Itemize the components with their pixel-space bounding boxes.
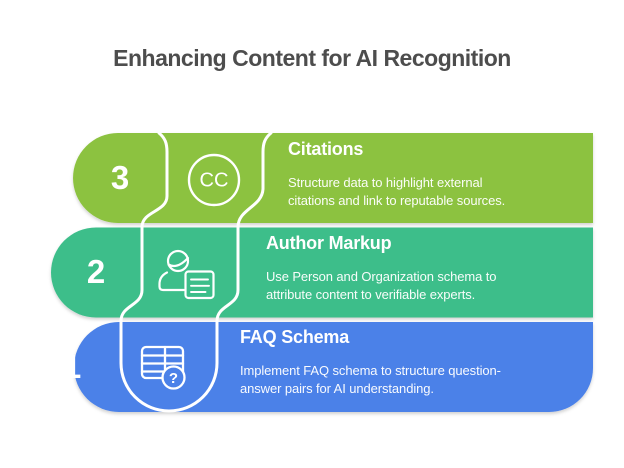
step-1-shape: [74, 322, 593, 412]
step-3-shape: [73, 133, 593, 223]
description-line: answer pairs for AI understanding.: [240, 380, 434, 396]
description-line: citations and link to reputable sources.: [288, 192, 506, 208]
step-3-description: Structure data to highlight external cit…: [288, 174, 505, 209]
question-circle: [161, 365, 186, 390]
person-head-chord: [167, 256, 190, 268]
creative-commons-icon: CC: [187, 153, 241, 207]
description-line: Implement FAQ schema to structure questi…: [240, 363, 501, 378]
document-lines: [190, 278, 210, 293]
step-1-description: Implement FAQ schema to structure questi…: [240, 362, 501, 397]
description-line: attribute content to verifiable experts.: [266, 286, 476, 302]
question-mark: ?: [169, 370, 178, 387]
faq-table-question-icon: ?: [140, 345, 186, 390]
icon-channel-divider: [119, 131, 273, 413]
person-document-icon: [158, 249, 215, 300]
step-2-title: Author Markup: [266, 233, 392, 253]
step-3-title: Citations: [288, 139, 364, 159]
description-line: Use Person and Organization schema to: [266, 269, 497, 284]
document: [184, 270, 215, 300]
step-2-number: 2: [86, 253, 106, 290]
step-3-number: 3: [110, 159, 130, 196]
cc-outer-circle: [187, 153, 241, 207]
step-1-number: 1: [62, 348, 82, 385]
person-head: [166, 249, 190, 273]
description-line: Structure data to highlight external: [288, 175, 483, 190]
step-2-description: Use Person and Organization schema to at…: [266, 268, 497, 303]
cc-letters: CC: [200, 170, 229, 192]
page-title: Enhancing Content for AI Recognition: [113, 45, 511, 71]
step-1-title: FAQ Schema: [240, 327, 350, 347]
person-body: [158, 271, 186, 292]
